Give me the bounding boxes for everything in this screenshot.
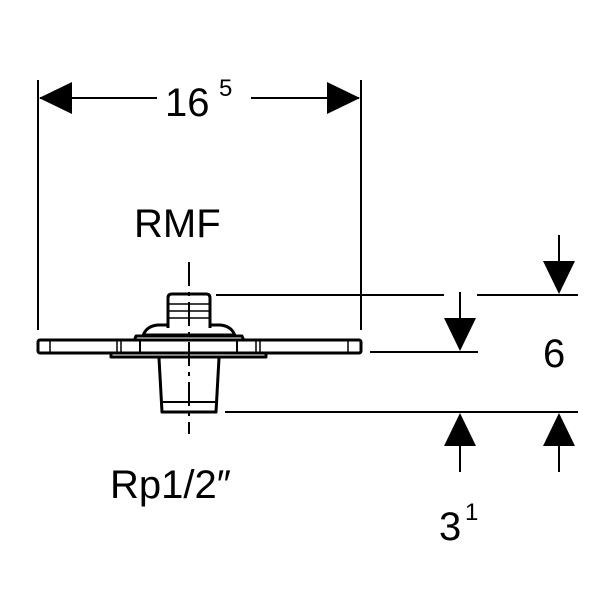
product-title: RMF [134,202,221,246]
dimension-arrows [444,235,575,472]
flange-plate [36,338,363,355]
connection-label: Rp1/2″ [110,463,231,507]
height-dim-value: 6 [543,332,565,376]
depth-dim-value: 3 [439,505,461,549]
threaded-nipple [166,292,212,328]
fitting-body [36,292,363,414]
width-dim-superscript: 5 [219,75,232,102]
depth-dim-superscript: 1 [465,499,478,526]
width-dim-value: 16 [165,81,210,125]
lower-socket [157,357,221,414]
arrow-left-icon [39,82,72,114]
width-dimension: 16 5 [39,75,360,125]
arrow-up-icon [444,413,476,446]
arrow-right-icon [327,82,360,114]
arrow-up-icon [543,413,575,446]
reference-lines [216,294,578,413]
arrow-down-icon [543,261,575,294]
arrow-down-icon [444,318,476,351]
under-flange [109,353,268,359]
